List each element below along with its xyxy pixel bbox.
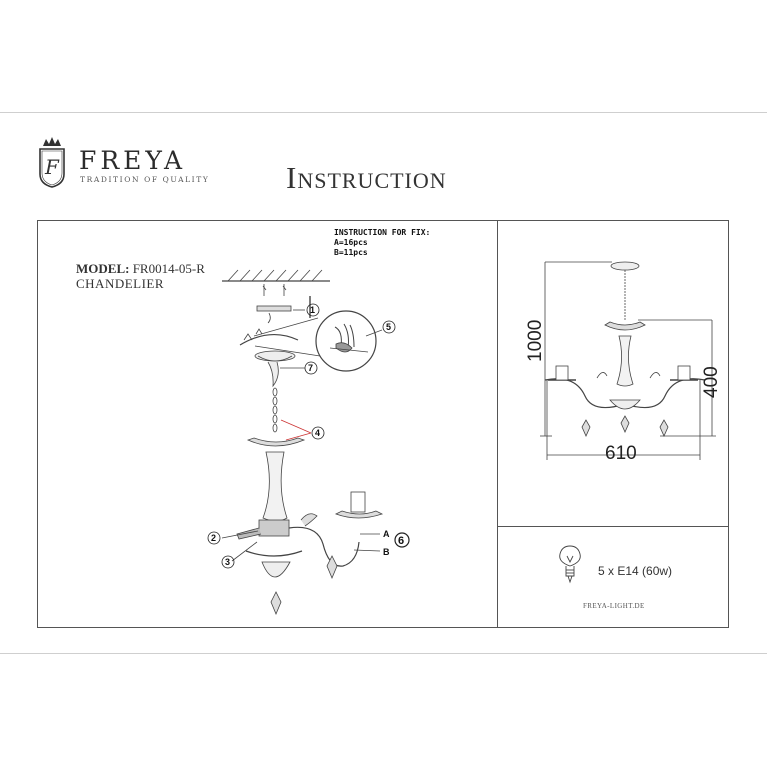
document-title: Instruction xyxy=(286,160,447,195)
instruction-sheet xyxy=(0,112,767,654)
svg-text:1: 1 xyxy=(310,305,315,315)
callout-4: 4 xyxy=(311,426,325,440)
dimension-width: 610 xyxy=(605,443,637,464)
callout-3: 3 xyxy=(221,555,235,569)
model-label: MODEL: xyxy=(76,261,130,276)
dimension-drawing xyxy=(540,261,716,460)
model-value: FR0014-05-R xyxy=(132,261,205,276)
product-kind: CHANDELIER xyxy=(76,276,165,291)
callout-6: 6 xyxy=(394,532,410,548)
callout-a: A xyxy=(383,529,390,539)
svg-text:4: 4 xyxy=(315,428,320,438)
freya-crest-logo: F xyxy=(39,137,65,188)
website: FREYA-LIGHT.DE xyxy=(583,602,645,610)
callout-1: 1 xyxy=(306,303,320,317)
svg-text:5: 5 xyxy=(386,322,391,332)
lightbulb-icon xyxy=(559,545,581,584)
horizontal-divider xyxy=(497,526,729,527)
svg-text:6: 6 xyxy=(398,535,404,547)
fix-heading: INSTRUCTION FOR FIX: xyxy=(334,228,431,237)
diagram-frame xyxy=(37,220,729,628)
fix-instructions: INSTRUCTION FOR FIX: A=16pcs B=11pcs xyxy=(334,228,430,258)
model-line: MODEL: FR0014-05-R xyxy=(76,261,205,277)
svg-text:2: 2 xyxy=(211,533,216,543)
svg-text:F: F xyxy=(44,155,60,179)
brand-tagline: TRADITION OF QUALITY xyxy=(80,175,210,184)
callout-2: 2 xyxy=(207,531,221,545)
callout-7: 7 xyxy=(304,361,318,375)
dimension-height-total: 1000 xyxy=(525,320,546,362)
callout-b: B xyxy=(383,547,390,557)
dimension-height-body: 400 xyxy=(701,366,722,398)
svg-text:7: 7 xyxy=(308,363,313,373)
brand-name: FREYA xyxy=(79,146,187,175)
callout-5: 5 xyxy=(382,320,396,334)
fix-item-a: A=16pcs xyxy=(334,238,368,247)
chain xyxy=(272,387,278,433)
bulb-spec: 5 x E14 (60w) xyxy=(598,564,673,578)
svg-text:3: 3 xyxy=(225,557,230,567)
ceiling-hatch xyxy=(227,269,323,282)
fix-item-b: B=11pcs xyxy=(334,248,368,257)
vertical-divider xyxy=(497,220,498,628)
